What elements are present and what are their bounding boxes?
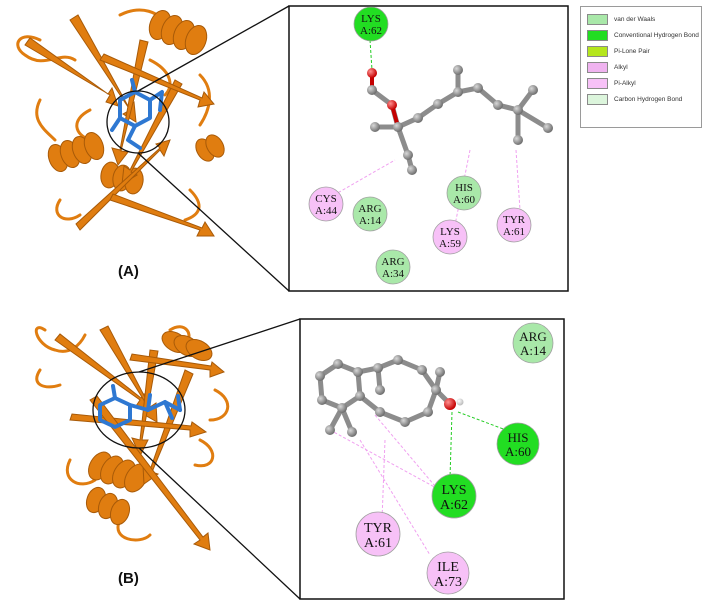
svg-text:A:62: A:62 bbox=[360, 25, 382, 37]
svg-text:A:34: A:34 bbox=[382, 268, 405, 280]
svg-text:A:61: A:61 bbox=[364, 536, 392, 551]
legend-item: van der Waals bbox=[587, 11, 695, 27]
residue-ile73-b: ILE A:73 bbox=[426, 551, 470, 595]
svg-text:LYS: LYS bbox=[441, 483, 466, 498]
svg-text:LYS: LYS bbox=[440, 226, 460, 238]
residue-lys62-a: LYS A:62 bbox=[353, 6, 389, 42]
interaction-lines-a bbox=[333, 39, 521, 226]
ligand-a bbox=[367, 65, 553, 175]
residue-his60-a: HIS A:60 bbox=[446, 175, 482, 211]
legend-item: Pi-Alkyl bbox=[587, 75, 695, 91]
svg-text:ILE: ILE bbox=[437, 560, 459, 575]
svg-text:ARG: ARG bbox=[519, 329, 546, 344]
interaction-box-b bbox=[299, 318, 565, 600]
residue-lys62-b: LYS A:62 bbox=[431, 473, 477, 519]
interaction-box-a bbox=[288, 5, 569, 292]
legend-swatch bbox=[587, 61, 608, 73]
legend-item: Pi-Lone Pair bbox=[587, 43, 695, 59]
legend-label: Alkyl bbox=[614, 63, 628, 71]
svg-text:TYR: TYR bbox=[503, 214, 526, 226]
svg-text:A:60: A:60 bbox=[453, 194, 476, 206]
legend-label: Conventional Hydrogen Bond bbox=[614, 31, 699, 39]
legend-swatch bbox=[587, 29, 608, 41]
svg-text:A:59: A:59 bbox=[439, 238, 462, 250]
legend-item: Alkyl bbox=[587, 59, 695, 75]
residue-arg34-a: ARG A:34 bbox=[375, 249, 411, 285]
legend-item: Conventional Hydrogen Bond bbox=[587, 27, 699, 43]
protein-cartoon-a bbox=[16, 8, 225, 237]
zoom-lines-a bbox=[137, 5, 290, 292]
svg-text:A:60: A:60 bbox=[505, 444, 531, 459]
panel-label-b: (B) bbox=[118, 570, 139, 587]
legend-label: Pi-Lone Pair bbox=[614, 47, 650, 55]
residue-arg14-a: ARG A:14 bbox=[352, 196, 388, 232]
svg-text:TYR: TYR bbox=[364, 521, 393, 536]
legend-swatch bbox=[587, 77, 608, 89]
residue-tyr61-a: TYR A:61 bbox=[496, 207, 532, 243]
legend: van der Waals Conventional Hydrogen Bond… bbox=[580, 6, 702, 128]
panel-label-a: (A) bbox=[118, 263, 139, 280]
svg-text:ARG: ARG bbox=[358, 203, 381, 215]
residue-lys59-a: LYS A:59 bbox=[432, 219, 468, 255]
residue-cys44-a: CYS A:44 bbox=[308, 186, 344, 222]
ligand-b bbox=[315, 355, 464, 437]
svg-text:A:61: A:61 bbox=[503, 226, 525, 238]
svg-text:CYS: CYS bbox=[315, 193, 336, 205]
svg-text:A:14: A:14 bbox=[359, 215, 382, 227]
svg-text:ARG: ARG bbox=[381, 256, 404, 268]
svg-text:HIS: HIS bbox=[455, 182, 473, 194]
svg-text:A:73: A:73 bbox=[434, 575, 462, 590]
residue-tyr61-b: TYR A:61 bbox=[355, 511, 401, 557]
svg-text:A:44: A:44 bbox=[315, 205, 338, 217]
legend-swatch bbox=[587, 45, 608, 57]
legend-item: Carbon Hydrogen Bond bbox=[587, 91, 695, 107]
svg-text:A:62: A:62 bbox=[440, 498, 468, 513]
svg-text:A:14: A:14 bbox=[520, 343, 547, 358]
legend-swatch bbox=[587, 13, 608, 25]
interaction-lines-b bbox=[329, 411, 507, 556]
residue-arg14-b: ARG A:14 bbox=[512, 322, 554, 364]
legend-label: Carbon Hydrogen Bond bbox=[614, 95, 683, 103]
legend-label: van der Waals bbox=[614, 15, 656, 23]
legend-swatch bbox=[587, 93, 608, 105]
svg-text:HIS: HIS bbox=[508, 430, 529, 445]
protein-cartoon-b bbox=[34, 325, 229, 551]
svg-text:LYS: LYS bbox=[361, 13, 381, 25]
residue-his60-b: HIS A:60 bbox=[496, 422, 540, 466]
zoom-lines-b bbox=[138, 318, 301, 600]
legend-label: Pi-Alkyl bbox=[614, 79, 636, 87]
